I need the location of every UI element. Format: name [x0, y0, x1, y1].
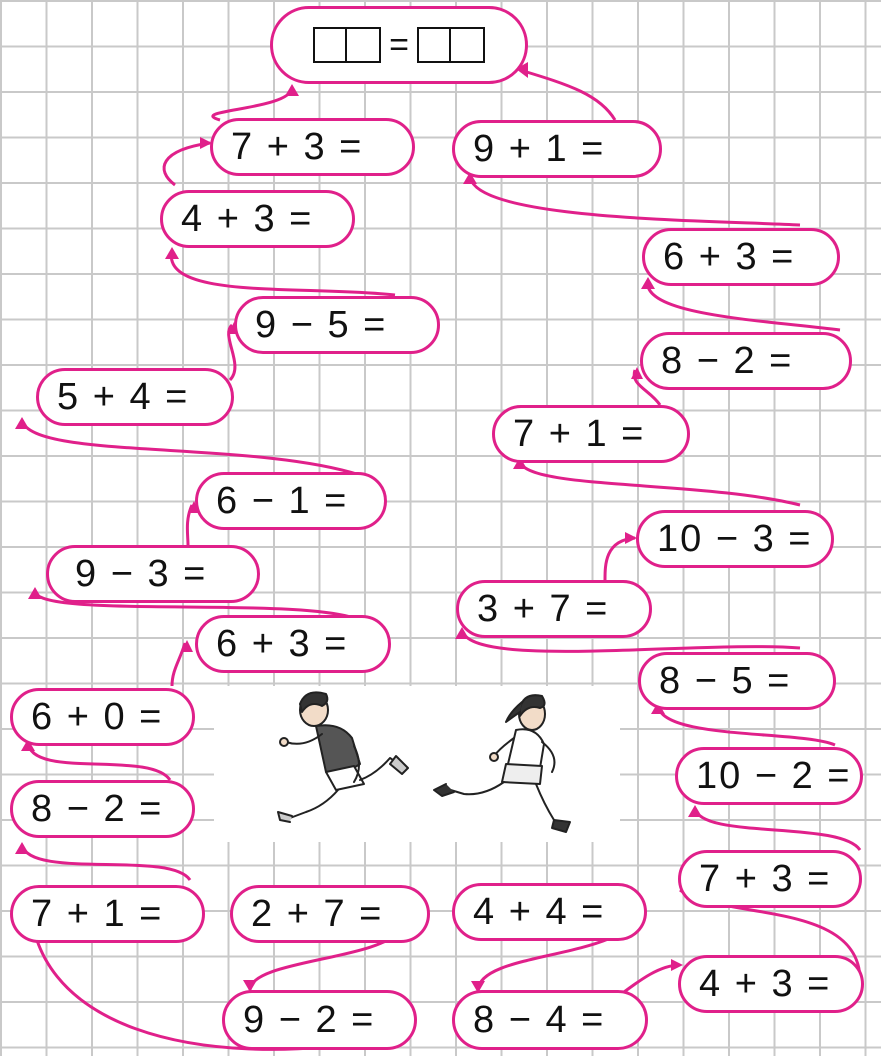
equation-card: 7 + 1 = [492, 405, 690, 463]
equation-card: 6 + 0 = [10, 688, 195, 746]
equation-card: 9 − 2 = [222, 990, 417, 1050]
equation-card: 9 + 1 = [452, 120, 662, 178]
equation-card: 3 + 7 = [456, 580, 652, 638]
equation-card: 5 + 4 = [36, 368, 234, 426]
answer-boxes-right [417, 27, 485, 63]
equation-card: 7 + 3 = [678, 850, 862, 908]
blank-square[interactable] [417, 27, 451, 63]
running-kids-illustration [214, 686, 620, 842]
answer-box: = [270, 6, 528, 84]
running-girl [434, 695, 570, 832]
blank-square[interactable] [347, 27, 381, 63]
equation-card: 8 − 2 = [640, 332, 852, 390]
running-boy [278, 692, 408, 822]
equation-card: 8 − 5 = [638, 652, 836, 710]
equation-card: 8 − 2 = [10, 780, 195, 838]
equation-card: 4 + 3 = [678, 955, 864, 1013]
equation-card: 6 − 1 = [195, 472, 387, 530]
equation-card: 4 + 3 = [160, 190, 355, 248]
equation-card: 10 − 3 = [636, 510, 834, 568]
answer-boxes-left [313, 27, 381, 63]
running-kids-image [214, 686, 620, 842]
equation-card: 4 + 4 = [452, 883, 647, 941]
equation-card: 8 − 4 = [452, 990, 648, 1050]
equation-card: 7 + 1 = [10, 885, 205, 943]
blank-square[interactable] [313, 27, 347, 63]
equation-card: 10 − 2 = [675, 747, 863, 805]
blank-square[interactable] [451, 27, 485, 63]
equation-card: 2 + 7 = [230, 885, 430, 943]
equation-card: 6 + 3 = [195, 615, 391, 673]
equation-card: 9 − 3 = [46, 545, 260, 603]
equals-sign: = [389, 26, 409, 65]
equation-card: 6 + 3 = [642, 228, 840, 286]
equation-card: 7 + 3 = [210, 118, 415, 176]
equation-card: 9 − 5 = [234, 296, 440, 354]
